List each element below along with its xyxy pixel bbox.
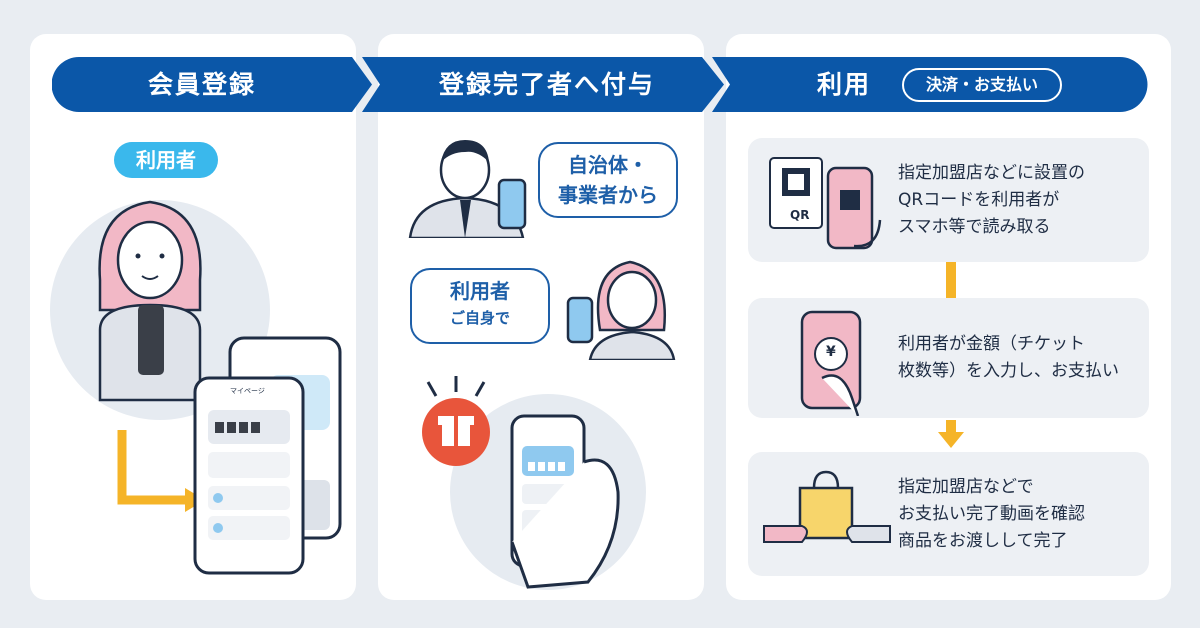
step3-subtitle: 決済・お支払い	[902, 68, 1062, 102]
step1-title: 会員登録	[147, 70, 256, 99]
flow-arrow-2	[938, 420, 964, 448]
card-1-line-1: 指定加盟店などに設置の	[898, 162, 1085, 183]
card-1-line-2: QRコードを利用者が	[898, 189, 1060, 210]
card-3-line-3: 商品をお渡しして完了	[898, 530, 1068, 551]
step3-title: 利用	[816, 70, 871, 99]
yen-label: ¥	[826, 344, 836, 360]
gift-phone-illustration	[422, 376, 646, 590]
ribbon-step1: 会員登録	[52, 57, 372, 112]
bubble-self-line2: ご自身で	[449, 309, 510, 327]
card-1-line-3: スマホ等で読み取る	[898, 216, 1051, 237]
card-3-line-1: 指定加盟店などで	[898, 476, 1034, 497]
payment-step-card-3: 指定加盟店などで お支払い完了動画を確認 商品をお渡しして完了	[748, 452, 1149, 576]
yen-input-icon	[800, 310, 862, 416]
bubble-self-line1: 利用者	[450, 279, 510, 303]
qr-scan-icon	[769, 157, 882, 250]
bubble-government-line2: 事業者から	[558, 183, 658, 207]
flow-arrow-1	[946, 262, 956, 298]
card-3-text: 指定加盟店などで お支払い完了動画を確認 商品をお渡しして完了	[898, 452, 1148, 576]
step2-title: 登録完了者へ付与	[438, 70, 655, 99]
bubble-government-line1: 自治体・	[568, 153, 648, 177]
card-3-line-2: お支払い完了動画を確認	[898, 503, 1085, 524]
user-illustration	[566, 260, 676, 360]
official-illustration	[408, 140, 527, 238]
bubble-self: 利用者 ご自身で	[410, 268, 550, 344]
payment-step-card-1: QR 指定加盟店などに設置の QRコードを利用者が スマホ等で読み取る	[748, 138, 1149, 262]
user-pill: 利用者	[114, 142, 218, 178]
card-2-line-2: 枚数等）を入力し、お支払い	[898, 361, 1119, 381]
shopping-bag-handover-icon	[763, 470, 891, 543]
card-2-line-1: 利用者が金額（チケット	[898, 334, 1085, 354]
qr-label: QR	[790, 208, 810, 222]
card-1-text: 指定加盟店などに設置の QRコードを利用者が スマホ等で読み取る	[898, 138, 1148, 262]
ribbon-step2: 登録完了者へ付与	[362, 57, 724, 112]
phone-header-label: マイページ	[230, 387, 265, 395]
card-2-text: 利用者が金額（チケット 枚数等）を入力し、お支払い	[898, 298, 1148, 418]
bubble-government: 自治体・ 事業者から	[538, 142, 678, 218]
payment-step-card-2: ¥ 利用者が金額（チケット 枚数等）を入力し、お支払い	[748, 298, 1149, 418]
registration-illustration	[50, 200, 342, 575]
ribbon-step3: 利用	[712, 57, 1148, 112]
